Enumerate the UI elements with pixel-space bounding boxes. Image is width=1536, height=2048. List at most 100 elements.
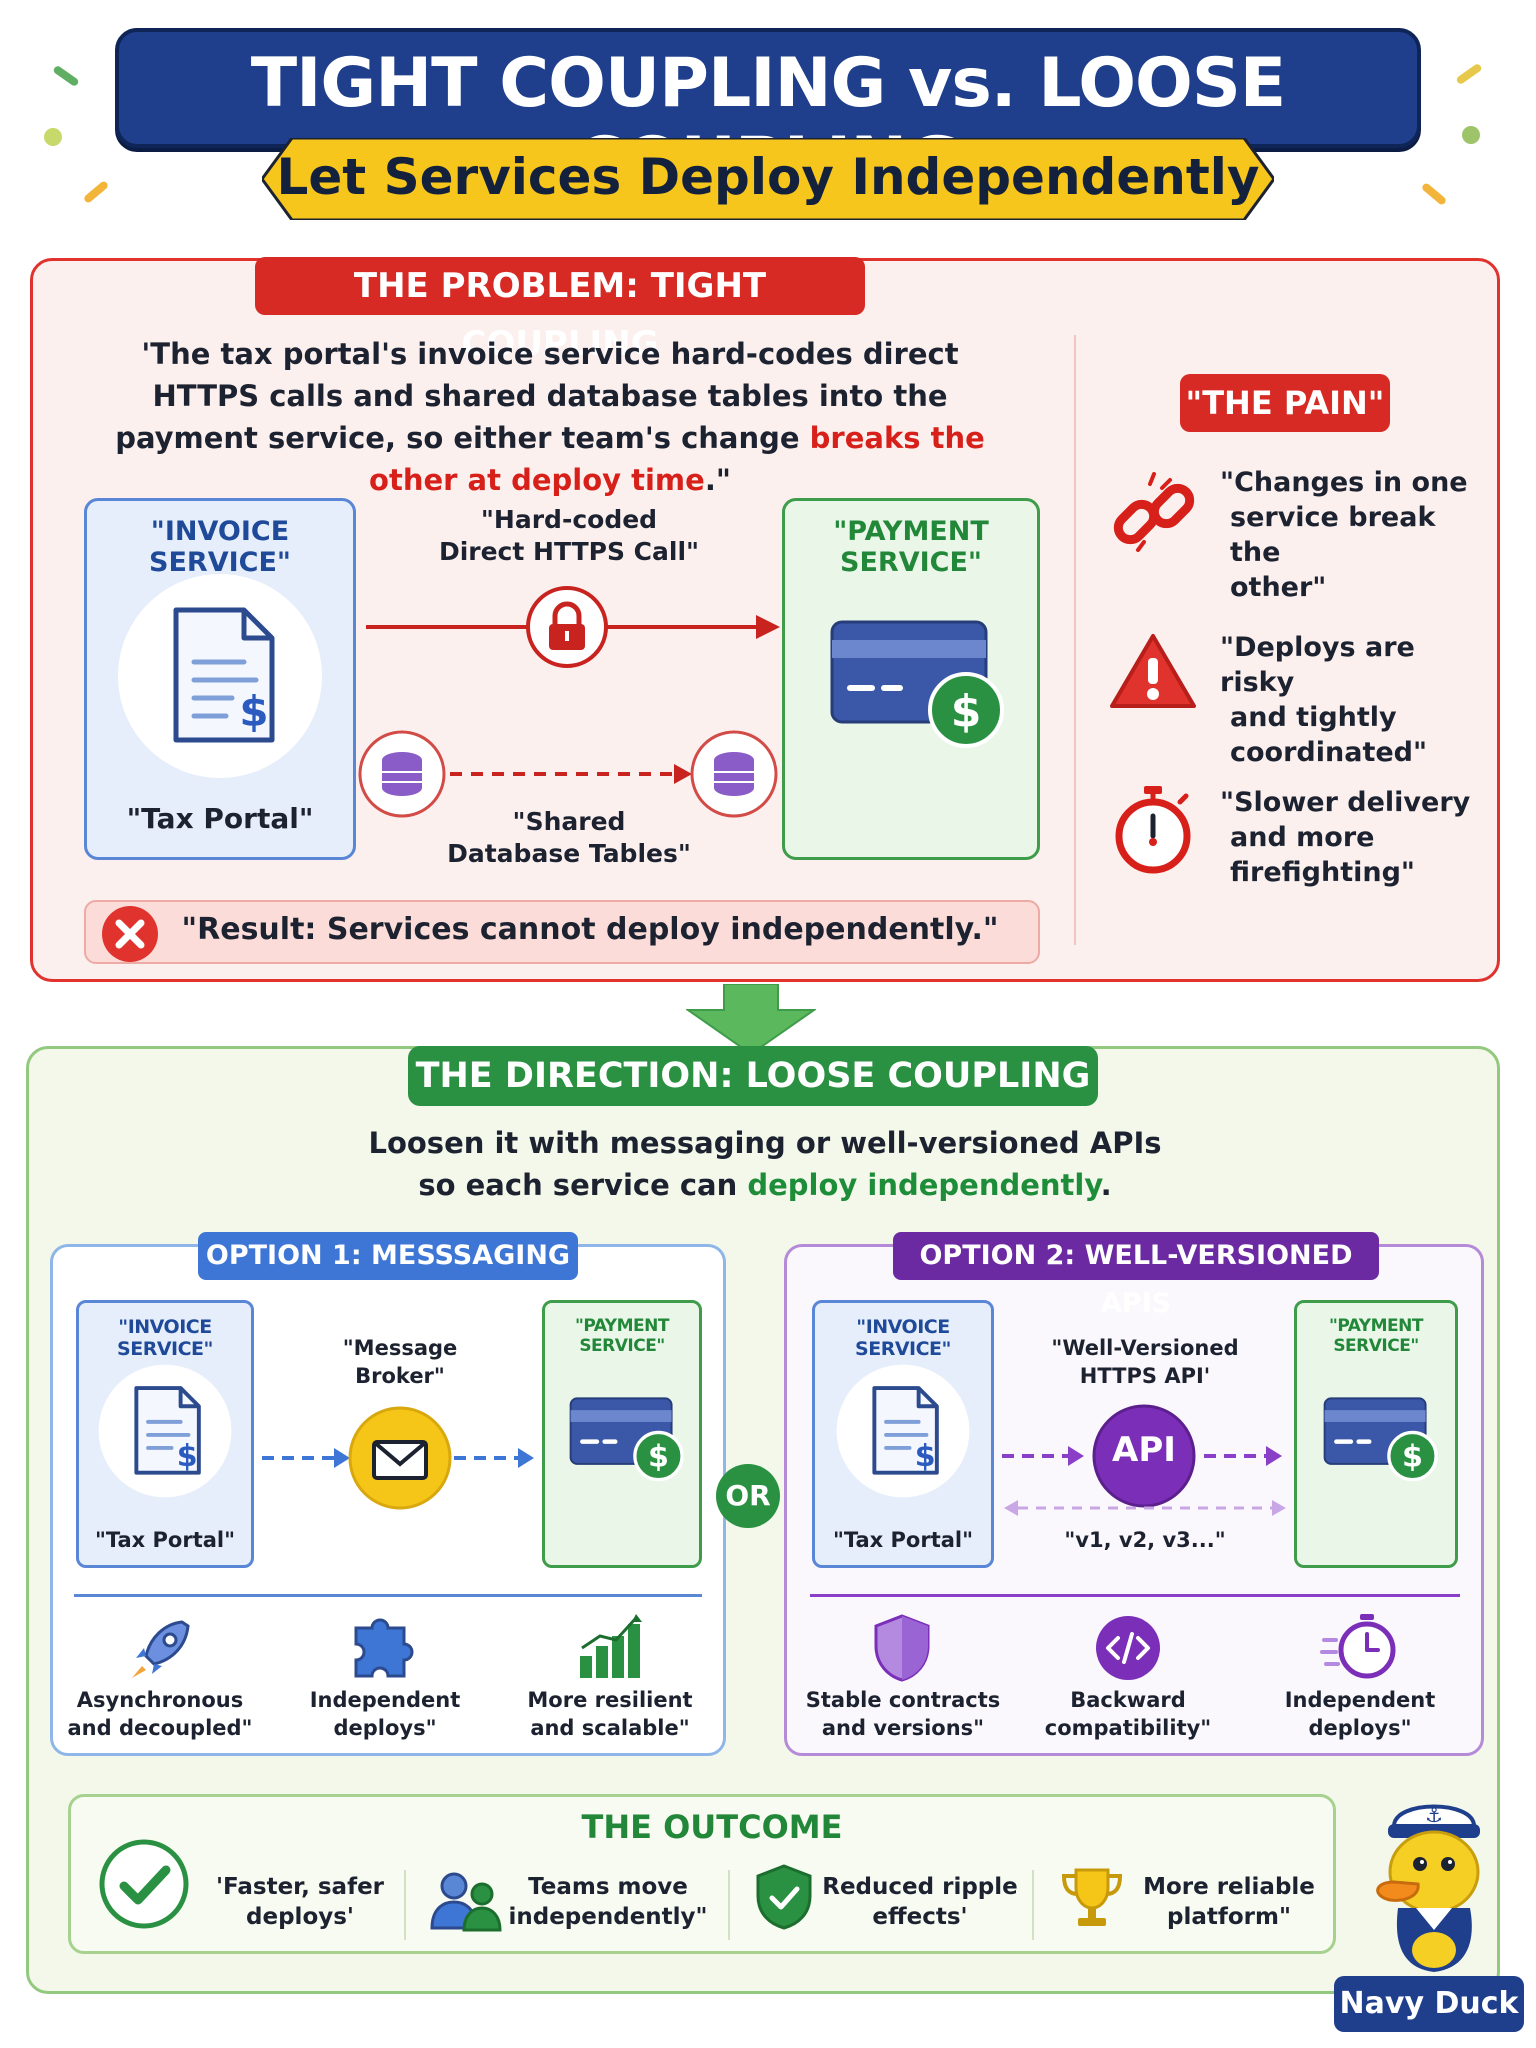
- confetti-decoration: [82, 179, 110, 205]
- option2-benefit-line: deploys": [1308, 1716, 1412, 1740]
- pain-label: "THE PAIN": [1180, 374, 1390, 432]
- svg-text:$: $: [239, 687, 268, 736]
- svg-text:$: $: [951, 686, 982, 737]
- trophy-icon: [1061, 1868, 1123, 1926]
- https-call-label-line2: Direct HTTPS Call": [438, 537, 700, 566]
- invoice-service-subtitle: "Tax Portal": [126, 802, 314, 835]
- growth-chart-icon: [580, 1614, 642, 1678]
- direction-desc-line1: Loosen it with messaging or well-version…: [368, 1126, 1162, 1160]
- outcome-divider: [404, 1870, 406, 1940]
- pain-item-line: "Changes in one: [1220, 467, 1468, 498]
- error-x-icon: [102, 906, 158, 962]
- pain-item-line: "Deploys are risky: [1220, 632, 1415, 698]
- svg-text:$: $: [177, 1439, 198, 1474]
- option1-benefit: Asynchronous and decoupled": [60, 1686, 260, 1742]
- svg-text:$: $: [915, 1439, 936, 1474]
- pain-item-line: "Slower delivery: [1220, 787, 1471, 818]
- warning-icon: [1110, 634, 1196, 708]
- mascot-label: Navy Duck: [1334, 1976, 1524, 2032]
- confetti-decoration: [1455, 62, 1483, 86]
- pain-item-text: "Changes in one service break the other": [1220, 465, 1490, 605]
- credit-card-icon: $: [569, 1397, 684, 1482]
- option2-invoice-subtitle: "Tax Portal": [832, 1528, 974, 1552]
- page-subtitle: Let Services Deploy Independently: [276, 148, 1260, 206]
- message-broker-label-line1: "Message: [342, 1336, 458, 1360]
- option2-divider: [810, 1594, 1460, 1597]
- option1-benefit-line: Asynchronous: [76, 1688, 244, 1712]
- direction-desc-highlight: deploy independently: [747, 1168, 1101, 1202]
- code-icon: [1096, 1616, 1160, 1680]
- direction-desc-end: .: [1100, 1168, 1112, 1202]
- credit-card-icon: $: [1323, 1397, 1438, 1482]
- pain-item-line: service break the: [1230, 502, 1436, 568]
- messaging-flow: [262, 1406, 534, 1510]
- shield-check-icon: [756, 1864, 812, 1930]
- pain-item-line: firefighting": [1230, 857, 1415, 888]
- option1-payment-box: [542, 1300, 702, 1568]
- https-call-label-line1: "Hard-coded: [480, 505, 658, 534]
- duck-mascot-icon: ⚓: [1376, 1803, 1480, 1972]
- confetti-decoration: [44, 128, 62, 146]
- svg-text:$: $: [1402, 1440, 1423, 1475]
- pain-item-line: coordinated": [1230, 737, 1428, 768]
- envelope-icon: [350, 1408, 450, 1508]
- invoice-document-icon: $: [98, 1364, 232, 1498]
- fast-timer-icon: [1320, 1614, 1396, 1679]
- problem-desc-text: 'The tax portal's invoice service hard-c…: [115, 337, 959, 455]
- outcome-title: THE OUTCOME: [581, 1808, 843, 1846]
- shared-db-label-line2: Database Tables": [447, 839, 691, 868]
- option2-payment-title: "PAYMENT SERVICE": [1329, 1316, 1423, 1356]
- direction-label: THE DIRECTION: LOOSE COUPLING: [408, 1046, 1098, 1106]
- svg-text:⚓: ⚓: [1425, 1803, 1443, 1827]
- confetti-decoration: [52, 64, 80, 88]
- outcome-item-line: 'Faster, safer: [215, 1874, 385, 1900]
- stopwatch-icon: [1115, 786, 1191, 874]
- subtitle-ribbon: [262, 138, 1274, 220]
- outcome-box: [68, 1794, 1336, 1954]
- direction-description: Loosen it with messaging or well-version…: [300, 1122, 1230, 1206]
- or-badge: OR: [716, 1464, 780, 1528]
- option1-payment-title: "PAYMENT SERVICE": [575, 1316, 669, 1356]
- problem-description: 'The tax portal's invoice service hard-c…: [110, 333, 990, 501]
- lock-icon: [527, 588, 607, 668]
- message-broker-label-line2: Broker": [355, 1364, 445, 1388]
- result-bar: [84, 900, 1040, 964]
- pain-item-line: other": [1230, 572, 1327, 603]
- broken-chain-icon: [1113, 472, 1195, 552]
- shared-db-label-line1: "Shared: [512, 807, 626, 836]
- option2-benefit: Backward compatibility": [1030, 1686, 1226, 1742]
- option1-benefit-line: and scalable": [530, 1716, 690, 1740]
- option2-benefit-line: Independent: [1284, 1688, 1436, 1712]
- option2-benefit-line: Backward: [1070, 1688, 1186, 1712]
- outcome-item-line: independently": [508, 1904, 708, 1930]
- option2-benefit-line: and versions": [821, 1716, 985, 1740]
- team-icon: [430, 1872, 502, 1932]
- outcome-item-line: deploys': [246, 1904, 354, 1930]
- problem-desc-highlight: breaks the other at deploy time: [369, 421, 985, 497]
- outcome-item-line: Reduced ripple: [822, 1874, 1018, 1900]
- option1-benefit-line: More resilient: [527, 1688, 693, 1712]
- option1-benefit-line: and decoupled": [67, 1716, 253, 1740]
- option1-invoice-subtitle: "Tax Portal": [94, 1528, 236, 1552]
- svg-text:$: $: [648, 1440, 669, 1475]
- outcome-item: 'Faster, safer deploys': [200, 1872, 400, 1932]
- option2-benefit-line: compatibility": [1044, 1716, 1212, 1740]
- confetti-decoration: [1420, 181, 1448, 207]
- api-versions-label: "v1, v2, v3...": [1064, 1528, 1226, 1552]
- rocket-icon: [132, 1620, 190, 1678]
- option1-benefit: More resilient and scalable": [520, 1686, 700, 1742]
- result-text: "Result: Services cannot deploy independ…: [181, 912, 999, 947]
- database-icon: [692, 730, 778, 816]
- checkmark-icon: [99, 1839, 189, 1929]
